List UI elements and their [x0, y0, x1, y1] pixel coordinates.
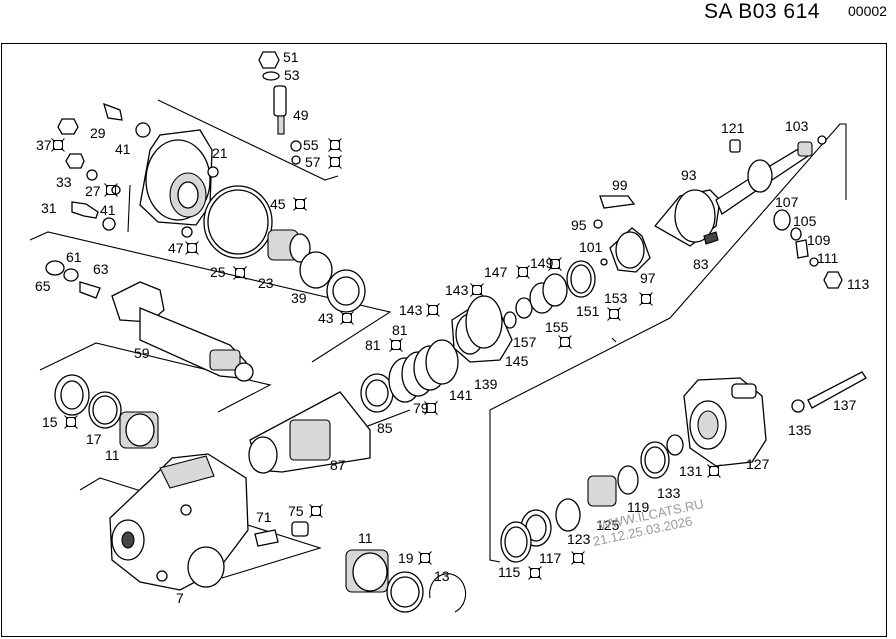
label-63: 63: [93, 261, 109, 277]
label-97: 97: [640, 270, 656, 286]
label-143a: 143: [399, 302, 423, 318]
label-113: 113: [847, 276, 870, 292]
label-139: 139: [474, 376, 498, 392]
label-109: 109: [807, 232, 831, 248]
label-23: 23: [258, 275, 274, 291]
label-13: 13: [434, 568, 450, 584]
label-123: 123: [567, 531, 591, 547]
label-71: 71: [256, 509, 272, 525]
label-115: 115: [498, 564, 521, 580]
label-25: 25: [210, 264, 226, 280]
label-95: 95: [571, 217, 587, 233]
label-51: 51: [283, 49, 299, 65]
label-61: 61: [66, 249, 82, 265]
cover-assembly: [57, 51, 366, 313]
label-125: 125: [596, 517, 620, 533]
label-117: 117: [539, 550, 562, 566]
label-75: 75: [288, 503, 304, 519]
label-93: 93: [681, 167, 697, 183]
label-11b: 11: [358, 530, 373, 546]
label-39: 39: [291, 290, 307, 306]
label-57: 57: [305, 154, 321, 170]
label-121: 121: [721, 120, 745, 136]
pinion-shaft: [45, 260, 254, 382]
label-7: 7: [176, 590, 184, 606]
bearing-group-bottom: [345, 549, 467, 613]
label-151: 151: [576, 303, 600, 319]
label-85: 85: [377, 420, 393, 436]
worm-shaft: [654, 135, 843, 289]
label-157: 157: [513, 334, 537, 350]
label-41a: 41: [115, 141, 131, 157]
label-17: 17: [86, 431, 102, 447]
steering-housing: [109, 453, 309, 591]
label-27: 27: [85, 183, 101, 199]
label-131: 131: [679, 463, 703, 479]
label-81a: 81: [392, 322, 408, 338]
label-127: 127: [746, 456, 770, 472]
label-31: 31: [41, 200, 57, 216]
label-53: 53: [284, 67, 300, 83]
group-brackets: [29, 99, 847, 579]
label-149: 149: [530, 255, 554, 271]
label-101: 101: [579, 239, 603, 255]
label-145: 145: [505, 353, 529, 369]
label-137: 137: [833, 397, 857, 413]
label-55: 55: [303, 137, 319, 153]
label-19: 19: [398, 550, 414, 566]
label-107: 107: [775, 194, 799, 210]
label-15: 15: [42, 414, 58, 430]
label-81b: 81: [365, 337, 381, 353]
label-59: 59: [134, 345, 150, 361]
label-47: 47: [168, 240, 184, 256]
label-153: 153: [604, 290, 628, 306]
label-65: 65: [35, 278, 51, 294]
side-housing: [683, 371, 867, 467]
label-141: 141: [449, 387, 473, 403]
label-21: 21: [212, 145, 228, 161]
label-11a: 11: [105, 447, 120, 463]
piston-group: [248, 339, 459, 474]
label-99: 99: [612, 177, 628, 193]
label-135: 135: [788, 422, 812, 438]
label-103: 103: [785, 118, 809, 134]
label-79: 79: [413, 400, 429, 416]
label-33: 33: [56, 174, 72, 190]
label-37: 37: [36, 137, 52, 153]
page-number: 00002: [848, 3, 887, 19]
label-41b: 41: [100, 202, 116, 218]
bearing-group-left: [54, 374, 159, 449]
label-49: 49: [293, 107, 309, 123]
label-119: 119: [627, 499, 650, 515]
valve-group: [451, 195, 651, 363]
label-105: 105: [793, 213, 817, 229]
bearing-stack: [500, 434, 684, 563]
label-83: 83: [693, 256, 709, 272]
label-29: 29: [90, 125, 106, 141]
label-143b: 143: [445, 282, 469, 298]
diagram-code: SA B03 614: [704, 0, 820, 23]
label-43a: 43: [318, 310, 334, 326]
label-147: 147: [484, 264, 508, 280]
diagram-frame: [1, 43, 887, 637]
label-155: 155: [545, 319, 569, 335]
part-labels: 51 53 49 55 57 37 29 41 21 33 27 31 41 4…: [35, 49, 870, 606]
label-133: 133: [657, 485, 681, 501]
label-111: 111: [817, 250, 838, 266]
label-87: 87: [330, 457, 346, 473]
label-45: 45: [270, 196, 286, 212]
